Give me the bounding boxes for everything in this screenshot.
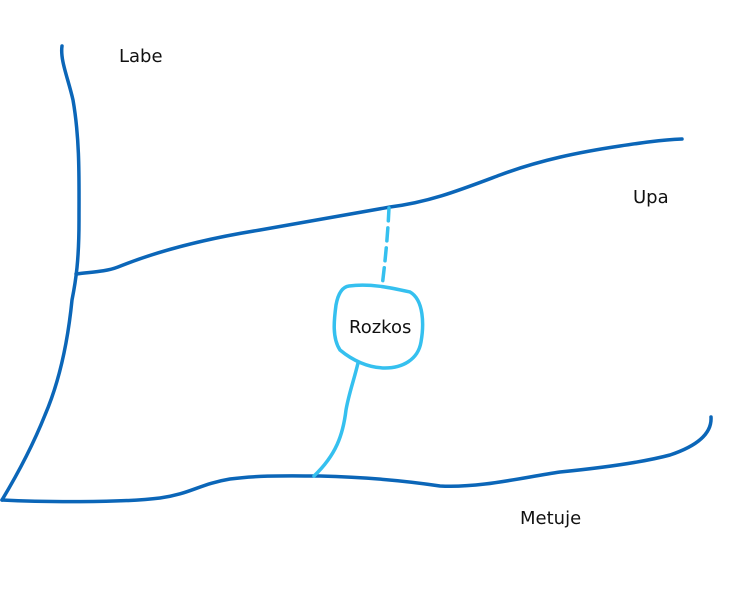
label-labe: Labe bbox=[119, 46, 163, 67]
label-metuje: Metuje bbox=[520, 508, 582, 529]
reservoir-rozkos-outline bbox=[332, 283, 425, 370]
river-metuje bbox=[0, 415, 713, 504]
label-rozkos: Rozkos bbox=[349, 317, 412, 338]
connector-upa-rozkos bbox=[380, 206, 391, 289]
river-upa bbox=[74, 137, 684, 276]
label-upa: Upa bbox=[633, 187, 669, 208]
river-labe bbox=[0, 44, 81, 502]
connector-rozkos-metuje bbox=[312, 361, 360, 478]
